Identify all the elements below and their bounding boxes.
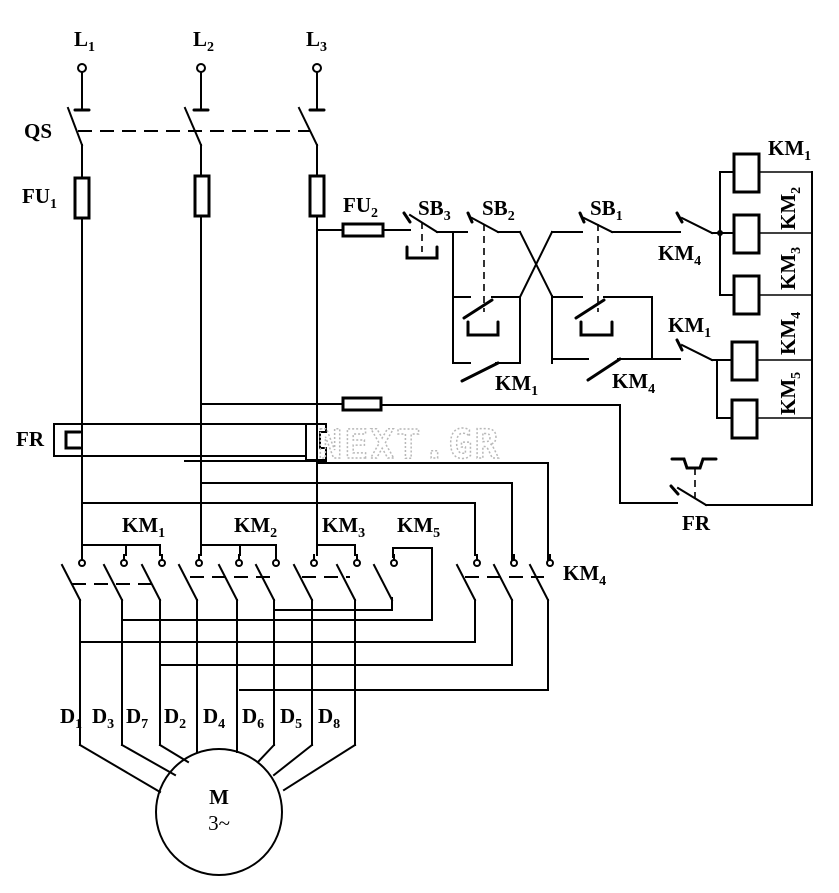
label-fu1: FU1 <box>22 184 57 212</box>
main-contact-km4 <box>455 563 477 602</box>
label-interlock-km1: KM1 <box>668 313 711 341</box>
motor-type: 3~ <box>208 811 230 835</box>
overload-contact-fr <box>669 457 813 507</box>
main-contact-km2 <box>177 563 199 602</box>
label-contactor-km5: KM5 <box>397 513 440 541</box>
label-l1: L1 <box>74 27 95 55</box>
terminal-label-d1: D1 <box>60 704 82 732</box>
main-contact-km4 <box>528 563 550 602</box>
hold-contact-km1 <box>460 361 500 383</box>
label-coil-km1: KM1 <box>768 136 811 164</box>
main-contact-km1 <box>60 563 82 602</box>
main-contact-km3 <box>292 563 314 602</box>
coil-km2 <box>732 213 761 255</box>
watermark: NEXT.GR <box>318 422 501 468</box>
label-sb3: SB3 <box>418 196 451 224</box>
label-fr-contact: FR <box>682 511 711 535</box>
main-contact-km3 <box>335 563 357 602</box>
main-contact-km1 <box>140 563 162 602</box>
motor <box>155 748 283 876</box>
interlock-contact-km1 <box>675 338 718 362</box>
label-fr: FR <box>16 427 45 451</box>
fuse-fu2-return <box>341 396 383 412</box>
overload-relay-fr <box>53 423 327 462</box>
terminal-label-d7: D7 <box>126 704 148 732</box>
motor-label: M <box>209 785 229 809</box>
label-hold-km4: KM4 <box>612 369 655 397</box>
main-contact-km4 <box>492 563 514 602</box>
push-button-sb1[interactable] <box>574 211 681 337</box>
label-hold-km1: KM1 <box>495 371 538 399</box>
label-coil-km5: KM5 <box>776 372 804 415</box>
terminal-label-d6: D6 <box>242 704 264 732</box>
terminal-label-d8: D8 <box>318 704 340 732</box>
phase-terminal-l1 <box>73 63 91 112</box>
label-coil-km4: KM4 <box>776 312 804 355</box>
phase-terminal-l3 <box>308 63 326 112</box>
label-qs: QS <box>24 119 52 143</box>
label-fu2: FU2 <box>343 193 378 221</box>
label-interlock-km4: KM4 <box>658 241 701 269</box>
coil-km4 <box>730 340 759 382</box>
motor-leads <box>78 599 357 794</box>
push-button-sb2[interactable] <box>462 211 554 337</box>
main-contact-km2 <box>217 563 239 602</box>
fuse-fu2 <box>341 222 385 238</box>
interlock-contact-km4 <box>675 211 721 235</box>
terminal-label-d4: D4 <box>203 704 225 732</box>
main-contact-km5 <box>372 563 394 602</box>
main-contact-km1 <box>102 563 124 602</box>
isolator-switch-qs <box>66 106 319 166</box>
coil-km1 <box>732 152 761 194</box>
label-l3: L3 <box>306 27 327 55</box>
label-contactor-km1: KM1 <box>122 513 165 541</box>
hold-contact-km4 <box>586 357 622 382</box>
contactor-contacts <box>60 554 554 602</box>
coil-km5 <box>730 398 759 440</box>
label-sb2: SB2 <box>482 196 515 224</box>
terminal-label-d3: D3 <box>92 704 114 732</box>
terminal-label-d5: D5 <box>280 704 302 732</box>
label-contactor-km4: KM4 <box>563 561 606 589</box>
label-sb1: SB1 <box>590 196 623 224</box>
phase-terminal-l2 <box>192 63 210 112</box>
label-contactor-km2: KM2 <box>234 513 277 541</box>
terminal-label-d2: D2 <box>164 704 186 732</box>
label-coil-km2: KM2 <box>776 187 804 230</box>
label-contactor-km3: KM3 <box>322 513 365 541</box>
label-coil-km3: KM3 <box>776 247 804 290</box>
fuse-fu1 <box>73 164 326 220</box>
label-l2: L2 <box>193 27 214 55</box>
main-contact-km2 <box>254 563 276 602</box>
coil-km3 <box>732 274 761 316</box>
